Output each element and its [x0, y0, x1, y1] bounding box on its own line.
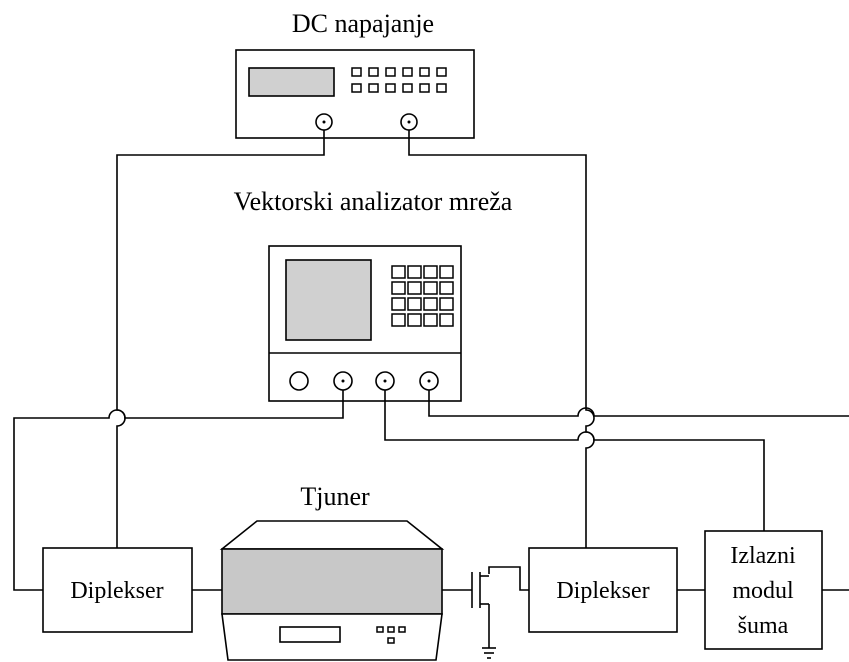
dc-supply-keypad	[351, 67, 447, 93]
noise-module-label-line3: šuma	[738, 613, 789, 639]
dc-supply-connector-right	[400, 113, 418, 131]
dc-supply-connector-left	[315, 113, 333, 131]
vna-port-3	[375, 371, 395, 391]
noise-module-label-line2: modul	[732, 578, 794, 604]
wire-vna-port4-to-right	[428, 390, 849, 417]
left-diplexer-box	[42, 547, 193, 633]
right-diplexer-label: Diplekser	[556, 578, 649, 604]
left-diplexer: Diplekser	[42, 547, 193, 633]
dc-power-supply: DC napajanje	[235, 9, 475, 139]
tuner-buttons	[376, 626, 406, 644]
dc-supply-display	[248, 67, 335, 97]
tuner-label: Tjuner	[300, 482, 370, 511]
transistor-dut	[471, 572, 496, 659]
wire-dc-to-right-diplexer	[408, 130, 595, 548]
tuner-display	[279, 626, 341, 643]
vna-screen	[285, 259, 372, 341]
right-diplexer-box	[528, 547, 678, 633]
tuner-front-upper	[221, 548, 443, 615]
wiring	[13, 130, 849, 591]
noise-output-module: Izlazni modul šuma	[704, 530, 823, 650]
vna-port-2	[333, 371, 353, 391]
noise-module-box	[704, 530, 823, 650]
dc-supply-label: DC napajanje	[292, 9, 434, 38]
vna-label: Vektorski analizator mreža	[234, 187, 513, 216]
vna-port-4	[419, 371, 439, 391]
tuner-top	[219, 520, 445, 550]
wire-vna-port3-to-noise-module	[384, 390, 765, 531]
vna-port-1	[289, 371, 309, 391]
right-diplexer: Diplekser	[528, 547, 678, 633]
tuner: Tjuner	[219, 482, 445, 661]
noise-module-label-line1: Izlazni	[730, 543, 796, 569]
wire-dut-to-right-diplexer	[488, 566, 529, 591]
vector-network-analyzer: Vektorski analizator mreža	[234, 187, 513, 402]
wire-vna-port2-to-left-diplexer	[13, 390, 344, 591]
ground-symbol	[482, 647, 496, 659]
vna-keypad	[391, 265, 454, 327]
left-diplexer-label: Diplekser	[70, 578, 163, 604]
